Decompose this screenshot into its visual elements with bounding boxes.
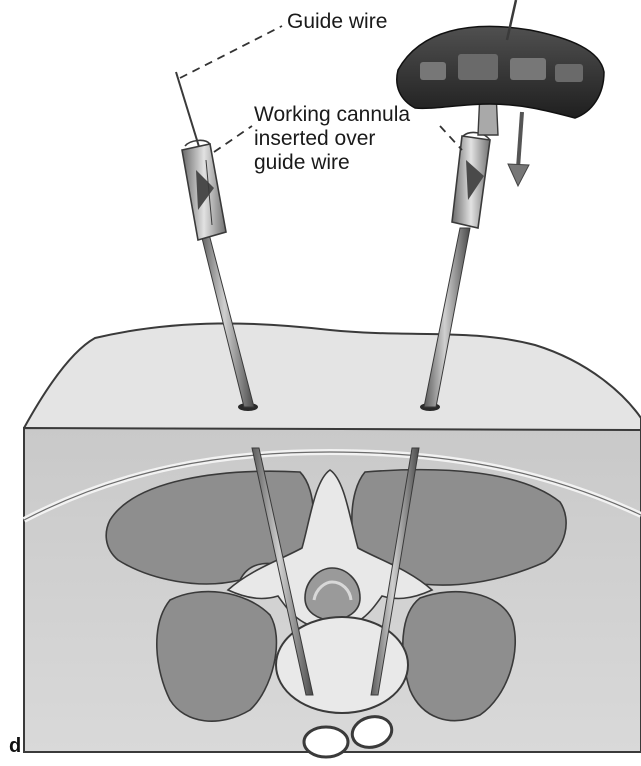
- t-handle: [397, 0, 604, 135]
- label-working-cannula: Working cannula inserted over guide wire: [254, 103, 410, 175]
- label-cannula-line1: Working cannula: [254, 103, 410, 127]
- guide-wire-leader: [180, 26, 282, 78]
- cannula-leader-right: [440, 126, 462, 150]
- label-cannula-line2: inserted over: [254, 127, 410, 151]
- left-working-cannula: [182, 140, 226, 240]
- left-guide-wire: [176, 72, 200, 150]
- label-guide-wire: Guide wire: [287, 10, 387, 34]
- cannula-leader-left: [214, 126, 252, 152]
- aorta-ring: [304, 727, 348, 757]
- label-cannula-line3: guide wire: [254, 151, 410, 175]
- skin-surface: [24, 323, 641, 430]
- down-arrow-icon: [508, 112, 529, 186]
- right-working-cannula: [452, 133, 490, 228]
- panel-letter: d: [9, 735, 21, 758]
